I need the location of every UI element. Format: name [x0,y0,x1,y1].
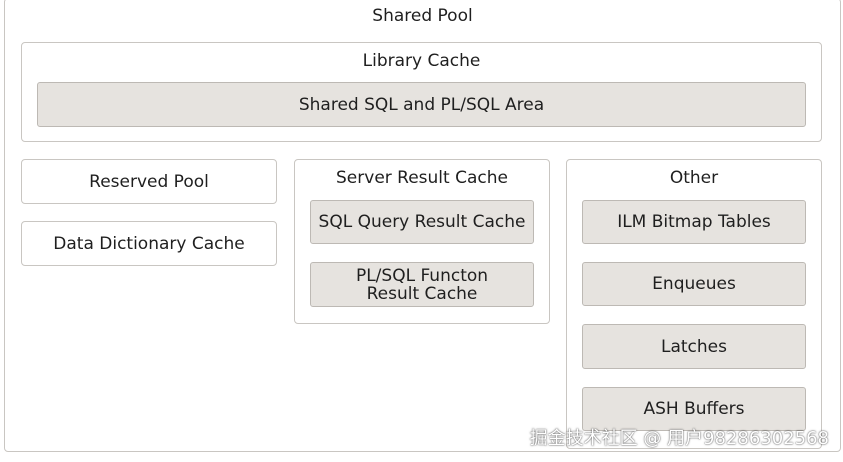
ilm-bitmap-tables: ILM Bitmap Tables [582,200,806,244]
reserved-pool-box: Reserved Pool [21,159,277,204]
library-cache-title: Library Cache [362,51,481,71]
ash-buffers: ASH Buffers [582,387,806,431]
watermark: 掘金技术社区 @ 用户98286302568 [529,428,829,449]
latches: Latches [582,324,806,369]
server-result-cache-title: Server Result Cache [336,168,508,188]
data-dictionary-cache-box: Data Dictionary Cache [21,221,277,266]
sql-query-result-cache: SQL Query Result Cache [310,200,534,244]
shared-sql-plsql-area: Shared SQL and PL/SQL Area [37,82,806,127]
enqueues: Enqueues [582,262,806,306]
shared-pool-title: Shared Pool [372,6,473,26]
other-title: Other [669,168,719,188]
plsql-function-result-cache: PL/SQL Functon Result Cache [310,262,534,307]
